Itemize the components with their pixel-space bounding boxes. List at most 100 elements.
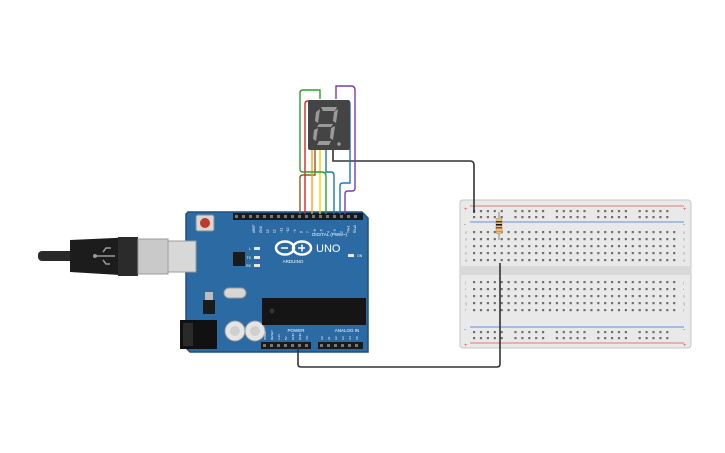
terminal-hole[interactable] bbox=[673, 302, 676, 305]
terminal-hole[interactable] bbox=[638, 231, 641, 234]
terminal-hole[interactable] bbox=[500, 252, 503, 255]
terminal-hole[interactable] bbox=[652, 259, 655, 262]
terminal-hole[interactable] bbox=[631, 231, 634, 234]
terminal-hole[interactable] bbox=[673, 238, 676, 241]
terminal-hole[interactable] bbox=[645, 309, 648, 312]
wire-pin-green[interactable] bbox=[299, 89, 327, 214]
terminal-hole[interactable] bbox=[583, 231, 586, 234]
terminal-hole[interactable] bbox=[638, 309, 641, 312]
rail-hole[interactable] bbox=[528, 216, 531, 219]
terminal-hole[interactable] bbox=[514, 238, 517, 241]
terminal-hole[interactable] bbox=[576, 295, 579, 298]
rail-hole[interactable] bbox=[542, 337, 545, 340]
terminal-hole[interactable] bbox=[624, 252, 627, 255]
rail-hole[interactable] bbox=[597, 210, 600, 213]
analog-pin-hole[interactable] bbox=[341, 344, 344, 347]
terminal-hole[interactable] bbox=[535, 259, 538, 262]
terminal-hole[interactable] bbox=[576, 281, 579, 284]
rail-hole[interactable] bbox=[555, 210, 558, 213]
terminal-hole[interactable] bbox=[583, 281, 586, 284]
terminal-hole[interactable] bbox=[645, 231, 648, 234]
rail-hole[interactable] bbox=[514, 331, 517, 334]
terminal-hole[interactable] bbox=[507, 281, 510, 284]
terminal-hole[interactable] bbox=[604, 288, 607, 291]
terminal-hole[interactable] bbox=[673, 281, 676, 284]
terminal-hole[interactable] bbox=[597, 259, 600, 262]
terminal-hole[interactable] bbox=[542, 238, 545, 241]
terminal-hole[interactable] bbox=[569, 231, 572, 234]
terminal-hole[interactable] bbox=[624, 302, 627, 305]
terminal-hole[interactable] bbox=[493, 259, 496, 262]
terminal-hole[interactable] bbox=[548, 309, 552, 312]
rail-hole[interactable] bbox=[514, 337, 517, 340]
terminal-hole[interactable] bbox=[569, 288, 572, 291]
rail-hole[interactable] bbox=[624, 331, 627, 334]
rail-hole[interactable] bbox=[611, 331, 614, 334]
rail-hole[interactable] bbox=[569, 331, 572, 334]
terminal-hole[interactable] bbox=[645, 238, 648, 241]
rail-hole[interactable] bbox=[652, 331, 655, 334]
terminal-hole[interactable] bbox=[583, 238, 586, 241]
digital-pin-hole[interactable] bbox=[326, 215, 329, 218]
rail-hole[interactable] bbox=[486, 337, 489, 340]
terminal-hole[interactable] bbox=[535, 252, 538, 255]
wire-gnd[interactable] bbox=[297, 263, 501, 368]
rail-hole[interactable] bbox=[652, 337, 655, 340]
terminal-hole[interactable] bbox=[645, 281, 648, 284]
terminal-hole[interactable] bbox=[590, 288, 593, 291]
rail-hole[interactable] bbox=[473, 337, 476, 340]
terminal-hole[interactable] bbox=[562, 252, 565, 255]
terminal-hole[interactable] bbox=[562, 281, 565, 284]
terminal-hole[interactable] bbox=[507, 288, 510, 291]
terminal-hole[interactable] bbox=[659, 309, 662, 312]
terminal-hole[interactable] bbox=[555, 302, 558, 305]
breadboard-holes[interactable] bbox=[473, 210, 676, 340]
terminal-hole[interactable] bbox=[569, 238, 572, 241]
terminal-hole[interactable] bbox=[514, 288, 517, 291]
rail-hole[interactable] bbox=[479, 210, 483, 213]
rail-hole[interactable] bbox=[617, 337, 621, 340]
terminal-hole[interactable] bbox=[631, 259, 634, 262]
terminal-hole[interactable] bbox=[528, 309, 531, 312]
rail-hole[interactable] bbox=[617, 216, 621, 219]
rail-hole[interactable] bbox=[624, 216, 627, 219]
terminal-hole[interactable] bbox=[631, 238, 634, 241]
terminal-hole[interactable] bbox=[528, 238, 531, 241]
terminal-hole[interactable] bbox=[507, 231, 510, 234]
rail-hole[interactable] bbox=[486, 331, 489, 334]
rail-hole[interactable] bbox=[597, 216, 600, 219]
rail-hole[interactable] bbox=[500, 216, 503, 219]
rail-hole[interactable] bbox=[624, 210, 627, 213]
terminal-hole[interactable] bbox=[500, 288, 503, 291]
rail-hole[interactable] bbox=[611, 210, 614, 213]
terminal-hole[interactable] bbox=[535, 281, 538, 284]
terminal-hole[interactable] bbox=[590, 309, 593, 312]
rail-hole[interactable] bbox=[638, 216, 641, 219]
terminal-hole[interactable] bbox=[652, 309, 655, 312]
terminal-hole[interactable] bbox=[521, 302, 524, 305]
terminal-hole[interactable] bbox=[528, 245, 531, 248]
terminal-hole[interactable] bbox=[486, 245, 489, 248]
terminal-hole[interactable] bbox=[583, 302, 586, 305]
terminal-hole[interactable] bbox=[486, 288, 489, 291]
digital-pin-hole[interactable] bbox=[340, 215, 343, 218]
terminal-hole[interactable] bbox=[500, 302, 503, 305]
terminal-hole[interactable] bbox=[521, 252, 524, 255]
digital-pin-hole[interactable] bbox=[263, 215, 266, 218]
analog-pin-hole[interactable] bbox=[348, 344, 351, 347]
rail-hole[interactable] bbox=[645, 337, 648, 340]
rail-hole[interactable] bbox=[583, 337, 586, 340]
digital-pin-hole[interactable] bbox=[312, 215, 315, 218]
terminal-hole[interactable] bbox=[473, 295, 476, 298]
terminal-hole[interactable] bbox=[500, 295, 503, 298]
terminal-hole[interactable] bbox=[473, 245, 476, 248]
terminal-hole[interactable] bbox=[479, 259, 483, 262]
terminal-hole[interactable] bbox=[493, 302, 496, 305]
rail-hole[interactable] bbox=[652, 216, 655, 219]
rail-hole[interactable] bbox=[569, 337, 572, 340]
terminal-hole[interactable] bbox=[569, 281, 572, 284]
terminal-hole[interactable] bbox=[617, 302, 621, 305]
terminal-hole[interactable] bbox=[555, 295, 558, 298]
terminal-hole[interactable] bbox=[555, 252, 558, 255]
